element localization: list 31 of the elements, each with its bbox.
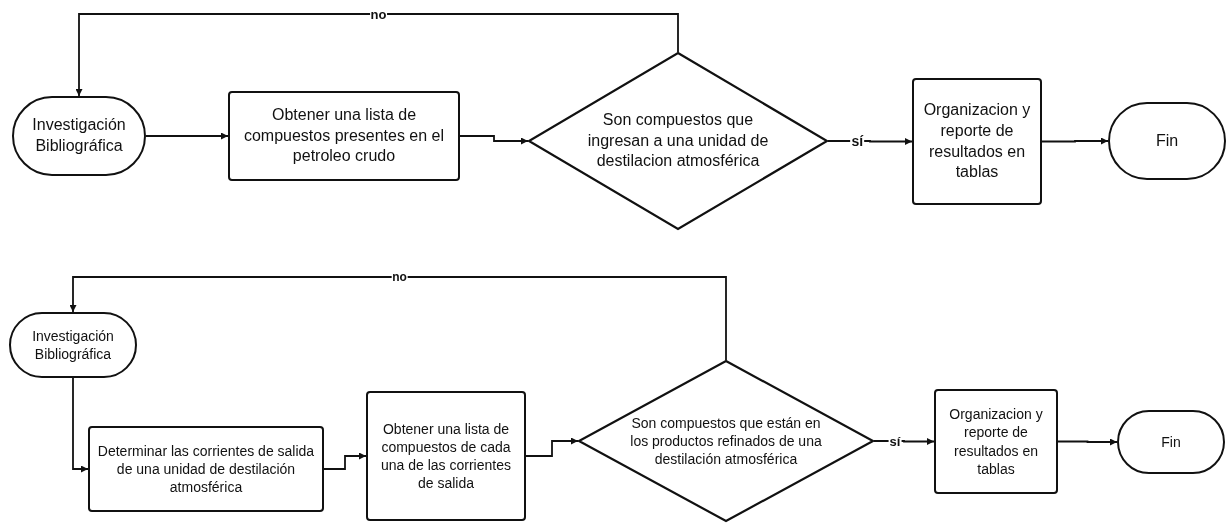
arrow (1057, 438, 1118, 446)
process-box (366, 391, 526, 521)
node-text: Organizacion y reporte de resultados en tablas (922, 99, 1032, 183)
node-text: Organizacion y reporte de resultados en tablas (948, 405, 1044, 478)
edge-label: no (391, 271, 408, 283)
arrow (323, 452, 367, 470)
process-box (228, 91, 460, 181)
node-text: Fin (1160, 432, 1182, 452)
arrow (72, 377, 89, 473)
arrow (525, 437, 579, 457)
decision-diamond (528, 52, 828, 230)
arrow (145, 132, 229, 140)
node-text: Obtener una lista de compuestos presentes en el petroleo crudo (242, 104, 446, 167)
arrow (459, 135, 529, 145)
process-box (912, 78, 1042, 205)
process-box (88, 426, 324, 512)
node-text: Fin (1154, 130, 1180, 151)
arrow (75, 13, 679, 97)
node-text: Investigación Bibliográfica (31, 326, 115, 364)
arrow (1041, 137, 1109, 145)
node-text: Son compuestos que ingresan a una unidad de destilacion atmosférica (586, 109, 770, 172)
node-text: Obtener una lista de compuestos de cada una de las corrientes de salida (380, 419, 512, 493)
node-text: Son compuestos que están en los productos refinados de una destilación atmosférica (629, 413, 823, 469)
node-text: Investigación Bibliográfica (31, 115, 127, 156)
decision-diamond (578, 360, 874, 522)
edge-label: sí (888, 434, 902, 448)
process-box (934, 389, 1058, 494)
terminal-box (1117, 410, 1225, 474)
node-text: Determinar las corrientes de salida de una unidad de destilación atmosférica (96, 441, 316, 497)
edge-label: sí (850, 134, 865, 148)
arrow (69, 276, 727, 361)
